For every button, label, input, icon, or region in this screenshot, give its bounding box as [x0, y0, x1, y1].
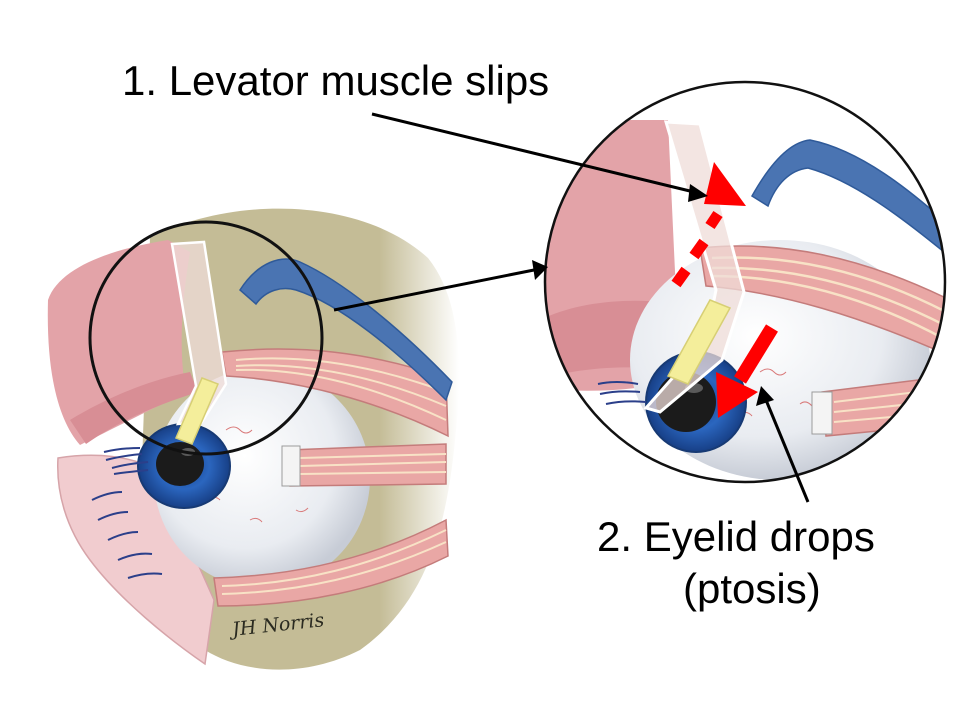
label-1-pointer-head: [688, 184, 708, 202]
slip-arrow-dash: [705, 210, 723, 230]
zoom-eyelashes: [597, 381, 647, 405]
magnify-connector-line: [333, 268, 535, 312]
drop-arrow-head: [716, 372, 758, 418]
label-2-pointer-line: [764, 399, 810, 503]
slip-arrow-head: [704, 162, 746, 206]
slip-arrow-dash: [689, 238, 709, 260]
eyelashes-lower: [91, 491, 163, 579]
magnify-indicator-circle: [88, 220, 324, 456]
levator-slips-label: 1. Levator muscle slips: [122, 57, 550, 104]
pointer-arrows: [333, 112, 810, 503]
zoom-levator-tendon: [666, 299, 732, 385]
upper-rectus-stripes: [235, 357, 447, 421]
eyelashes-upper: [103, 447, 149, 475]
zoom-lateral-rectus-insertion: [811, 391, 833, 435]
magnify-connector-head: [532, 260, 548, 280]
lateral-rectus-insertion: [281, 445, 301, 487]
lower-eyelid-skin: [57, 454, 215, 666]
eyelid-drop-arrow: [716, 324, 778, 418]
drop-arrow-shaft: [734, 324, 778, 384]
zoom-eyebrow: [750, 139, 945, 254]
ptosis-label: (ptosis): [683, 565, 821, 612]
upper-eyelid-skin-shadow: [70, 372, 198, 444]
levator-slip-arrow: [671, 162, 746, 288]
zoom-circle-border: [543, 80, 947, 484]
main-eye-illustration: [47, 208, 460, 670]
lower-rectus-stripes: [221, 529, 447, 595]
eyeball: [154, 368, 370, 588]
label-1-pointer-line: [371, 112, 695, 194]
zoom-upper-rectus-muscle: [699, 245, 945, 358]
eyebrow: [239, 258, 453, 402]
eyelid-drops-label: 2. Eyelid drops: [597, 513, 875, 560]
slip-arrow-dash: [671, 266, 691, 288]
lateral-rectus-stripes: [299, 453, 447, 475]
pupil: [156, 442, 204, 486]
levator-tendon: [174, 377, 220, 445]
lower-rectus-muscle: [213, 518, 449, 607]
label-2-pointer-head: [756, 386, 774, 406]
zoom-inset: [543, 80, 947, 484]
